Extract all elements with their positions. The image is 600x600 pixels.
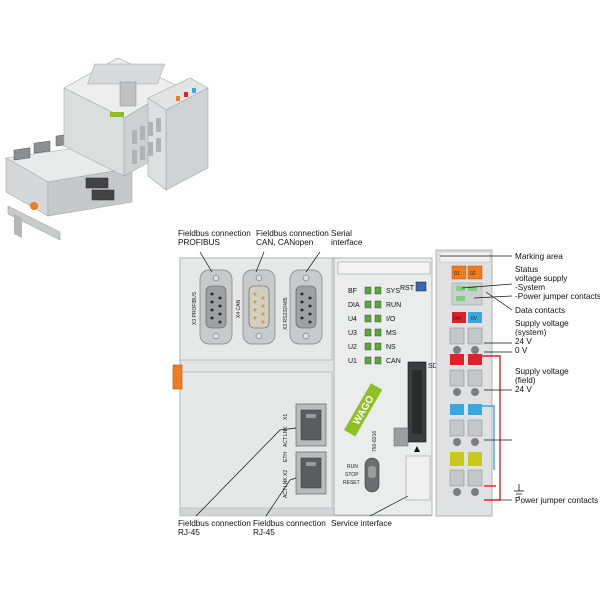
callout-status-2: voltage supply bbox=[515, 274, 568, 283]
locking-lever-icon bbox=[172, 364, 183, 390]
led-label-right-4: NS bbox=[386, 344, 396, 351]
callout-canopen-1: Fieldbus connection bbox=[256, 229, 329, 238]
callout-rj45-left-2: RJ-45 bbox=[178, 528, 200, 537]
led-indicator-left-5 bbox=[364, 356, 372, 365]
switch-reset-label: RESET bbox=[343, 480, 360, 486]
product-photo bbox=[5, 57, 209, 241]
callout-canopen-2: CAN, CANopen bbox=[256, 238, 314, 247]
lnk-label-1: LNK bbox=[283, 426, 289, 436]
leader-lines bbox=[195, 251, 513, 517]
lnk-label-2: LNK bbox=[283, 477, 289, 487]
callout-status-3: -System bbox=[515, 283, 545, 292]
led-indicator-left-1 bbox=[364, 300, 372, 309]
callout-serial-1: Serial bbox=[331, 229, 352, 238]
serial-dsub-port: X3 RS232/485 bbox=[283, 269, 323, 345]
led-label-left-0: BF bbox=[348, 288, 357, 295]
rst-button bbox=[415, 281, 427, 292]
callout-labels: Fieldbus connection PROFIBUS Fieldbus co… bbox=[178, 229, 600, 537]
callout-serial-2: interface bbox=[331, 238, 363, 247]
callout-status-1: Status bbox=[515, 265, 538, 274]
ground-icon bbox=[514, 484, 524, 498]
led-indicator-right-0 bbox=[374, 286, 382, 295]
x3-profibus-label: X3 PROFIBUS bbox=[192, 291, 198, 325]
can-dsub-port: X4 CAN bbox=[236, 269, 276, 345]
callout-rj45-left-1: Fieldbus connection bbox=[178, 519, 251, 528]
model-number: 750-8216 bbox=[372, 431, 378, 452]
callout-supply-system-2: (system) bbox=[515, 328, 547, 337]
front-view: X3 PROFIBUS X4 CAN X3 RS232/485 bbox=[172, 249, 501, 517]
callout-supply-field-3: 24 V bbox=[515, 385, 532, 394]
callout-supply-field-1: Supply voltage bbox=[515, 367, 569, 376]
marker-02: 02 bbox=[470, 271, 476, 277]
switch-run-label: RUN bbox=[347, 464, 358, 470]
profibus-dsub-port: X3 PROFIBUS bbox=[192, 269, 233, 345]
callout-supply-system-1: Supply voltage bbox=[515, 319, 569, 328]
led-indicator-left-4 bbox=[364, 342, 372, 351]
power-jumper-lines bbox=[482, 355, 501, 501]
led-indicator-right-4 bbox=[374, 342, 382, 351]
led-label-right-0: SYS bbox=[386, 288, 400, 295]
led-indicator-right-2 bbox=[374, 314, 382, 323]
rj45-port-x2 bbox=[295, 451, 327, 495]
wago-logo-photo-icon bbox=[110, 112, 124, 117]
callout-supply-field-2: (field) bbox=[515, 376, 536, 385]
act-label-2: ACT bbox=[283, 488, 289, 498]
callout-rj45-right-2: RJ-45 bbox=[253, 528, 275, 537]
led-indicator-right-1 bbox=[374, 300, 382, 309]
x1-label: X1 bbox=[283, 414, 289, 420]
callout-supply-system-3: 24 V bbox=[515, 337, 532, 346]
led-label-left-1: DIA bbox=[348, 302, 360, 309]
led-label-right-5: CAN bbox=[386, 358, 401, 365]
service-interface-door bbox=[405, 455, 431, 501]
callout-rj45-right-1: Fieldbus connection bbox=[253, 519, 326, 528]
x4-can-label: X4 CAN bbox=[236, 300, 242, 318]
callout-marking-area: Marking area bbox=[515, 252, 563, 261]
led-label-left-2: U4 bbox=[348, 316, 357, 323]
x3-rs232-label: X3 RS232/485 bbox=[283, 297, 289, 330]
callout-data-contacts: Data contacts bbox=[515, 306, 565, 315]
rst-label: RST bbox=[400, 285, 415, 292]
led-block: BF SYS DIA RUN U4 I/O U3 MS U2 NS U1 CAN bbox=[348, 286, 401, 365]
marker-0v: 0V bbox=[471, 316, 478, 322]
sd-label: SD bbox=[428, 363, 438, 370]
callout-profibus-2: PROFIBUS bbox=[178, 238, 220, 247]
led-label-left-4: U2 bbox=[348, 344, 357, 351]
callout-power-jumper: Power jumper contacts bbox=[515, 496, 598, 505]
led-label-left-3: U3 bbox=[348, 330, 357, 337]
act-label-1: ACT bbox=[283, 437, 289, 447]
callout-status-4: -Power jumper contacts bbox=[515, 292, 600, 301]
led-indicator-left-3 bbox=[364, 328, 372, 337]
led-indicator-left-2 bbox=[364, 314, 372, 323]
led-label-left-5: U1 bbox=[348, 358, 357, 365]
rj45-port-x1 bbox=[295, 403, 327, 447]
terminal-clamps bbox=[449, 327, 483, 496]
callout-supply-system-4: 0 V bbox=[515, 346, 528, 355]
orange-release-tab-icon bbox=[30, 202, 38, 210]
led-indicator-right-3 bbox=[374, 328, 382, 337]
led-label-right-2: I/O bbox=[386, 316, 396, 323]
marker-24v: 24V bbox=[453, 316, 463, 322]
led-indicator-left-0 bbox=[364, 286, 372, 295]
led-label-right-1: RUN bbox=[386, 302, 401, 309]
led-label-right-3: MS bbox=[386, 330, 397, 337]
marker-01: 01 bbox=[454, 271, 460, 277]
callout-service: Service interface bbox=[331, 519, 392, 528]
x2-label: X2 bbox=[283, 470, 289, 476]
marking-strip bbox=[337, 261, 431, 275]
eth-label: ETH bbox=[283, 452, 289, 462]
callout-profibus-1: Fieldbus connection bbox=[178, 229, 251, 238]
led-indicator-right-5 bbox=[374, 356, 382, 365]
switch-stop-label: STOP bbox=[345, 472, 359, 478]
